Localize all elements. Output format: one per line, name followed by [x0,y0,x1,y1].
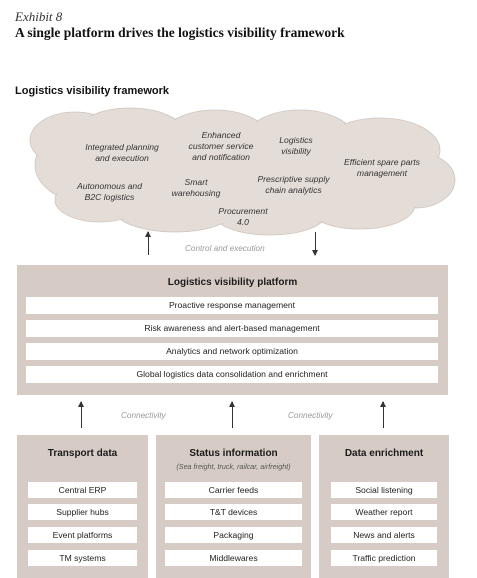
status-information-panel: Status information (Sea freight, truck, … [156,435,311,578]
connectivity-label: Connectivity [121,411,166,420]
list-item: News and alerts [331,527,437,543]
benefits-cloud [29,107,456,236]
list-item: Packaging [165,527,302,543]
headline: A single platform drives the logistics v… [15,25,345,40]
column-title: Data enrichment [344,448,424,459]
up-arrow-icon [229,401,235,428]
platform-row: Risk awareness and alert-based managemen… [26,320,438,337]
cloud-item-logistics-visibility: Logistics visibility [279,135,313,156]
up-arrow-icon [145,231,151,255]
list-item: Weather report [331,504,437,520]
transport-data-panel: Transport data Central ERP Supplier hubs… [17,435,148,578]
platform-title: Logistics visibility platform [167,277,298,288]
column-title: Transport data [47,448,118,459]
list-item: TM systems [28,550,137,566]
cloud-item-procurement: Procurement 4.0 [218,206,268,227]
data-enrichment-panel: Data enrichment Social listening Weather… [319,435,449,578]
list-item: Central ERP [28,482,137,498]
cloud-item-enhanced-customer-service: Enhanced customer service and notificati… [188,130,254,162]
list-item: Event platforms [28,527,137,543]
list-item: Social listening [331,482,437,498]
framework-title: Logistics visibility framework [15,85,170,97]
cloud-item-integrated-planning: Integrated planning and execution [85,142,159,163]
exhibit-label: Exhibit 8 [15,9,63,24]
connectivity-label: Connectivity [288,411,333,420]
down-arrow-icon [312,232,318,256]
list-item: T&T devices [165,504,302,520]
list-item: Supplier hubs [28,504,137,520]
cloud-item-smart-warehousing: Smart warehousing [171,177,221,198]
platform-row: Global logistics data consolidation and … [26,366,438,383]
platform-row: Analytics and network optimization [26,343,438,360]
list-item: Traffic prediction [331,550,437,566]
up-arrow-icon [380,401,386,428]
cloud-item-spare-parts: Efficient spare parts management [344,157,420,178]
platform-row: Proactive response management [26,297,438,314]
column-subtitle: (Sea freight, truck, railcar, airfreight… [176,462,291,471]
up-arrow-icon [78,401,84,428]
cloud-item-autonomous-b2c: Autonomous and B2C logistics [77,181,142,202]
logistics-visibility-platform: Logistics visibility platform Proactive … [17,265,448,395]
control-execution-label: Control and execution [185,244,265,253]
list-item: Middlewares [165,550,302,566]
list-item: Carrier feeds [165,482,302,498]
cloud-item-prescriptive-analytics: Prescriptive supply chain analytics [257,174,330,195]
column-title: Status information [189,448,278,459]
